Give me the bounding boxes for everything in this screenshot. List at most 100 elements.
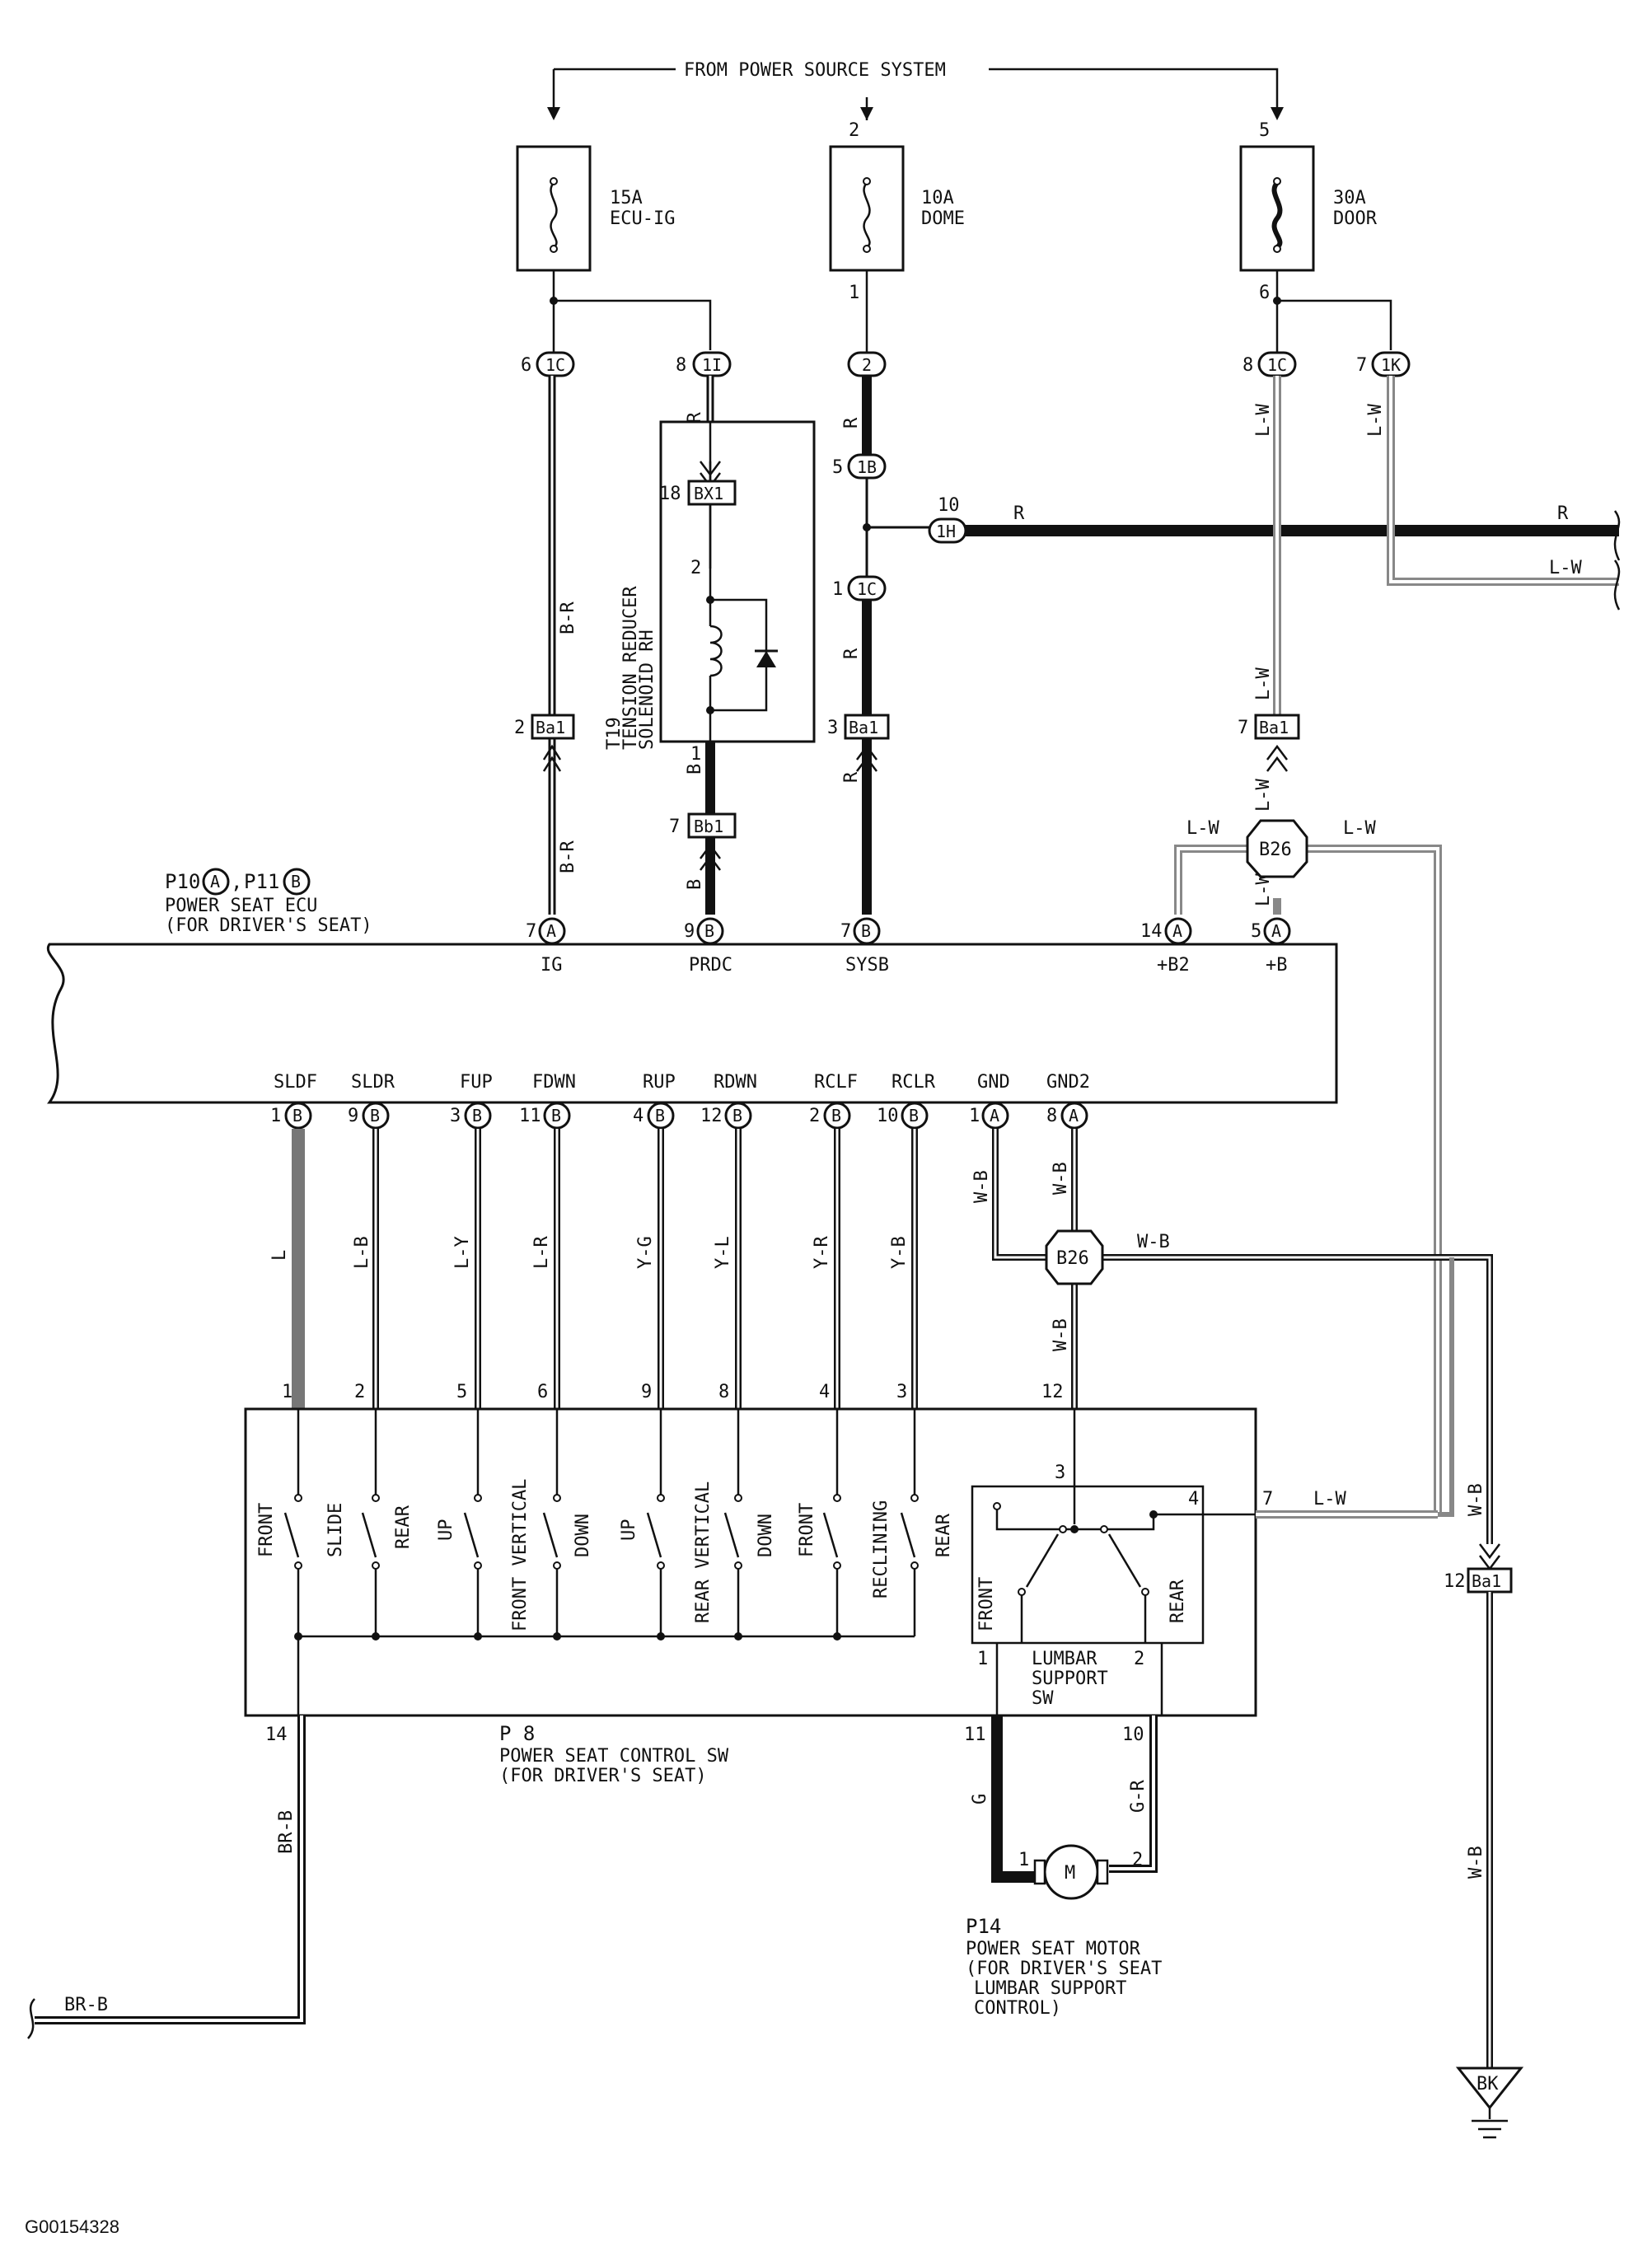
ecu-terminal-rdwn-pin: 12 bbox=[700, 1106, 723, 1126]
junction-ba1-ground-name: Ba1 bbox=[1472, 1571, 1501, 1591]
ecu-terminal-rup-conn: B bbox=[655, 1106, 665, 1126]
junction-ba1-sysb: Ba1 3 bbox=[827, 714, 890, 772]
switch-pin-1: 1 bbox=[282, 1382, 292, 1402]
ecu-terminal-prdc-pin: 9 bbox=[684, 921, 695, 942]
connector-1c-left-name: 1C bbox=[545, 355, 565, 375]
wire-plusb-label-3: L-W bbox=[1253, 779, 1274, 812]
wire-brb-label-1: BR-B bbox=[276, 1810, 297, 1854]
wire-plusb-label-4: L-W bbox=[1253, 873, 1274, 906]
fuse-door-pin-in: 5 bbox=[1259, 120, 1270, 141]
connector-1h-name: 1H bbox=[936, 522, 956, 541]
motor-line3: LUMBAR SUPPORT bbox=[974, 1978, 1126, 1999]
motor-id: P14 bbox=[966, 1915, 1001, 1938]
wire-b26-down-label: W-B bbox=[1051, 1318, 1071, 1351]
junction-bb1: Bb1 7 bbox=[669, 812, 737, 871]
ecu-title-sep: , bbox=[231, 870, 242, 893]
ecu-terminal-b-conn: A bbox=[1271, 921, 1281, 941]
connector-1h-pin: 10 bbox=[938, 495, 960, 516]
splice-b26-top: B26 L-W L-W bbox=[1174, 818, 1442, 1516]
connector-1b: 1B 5 bbox=[832, 453, 887, 480]
fuse-ecu-ig-name: ECU-IG bbox=[610, 208, 675, 229]
junction-ba1-sysb-name: Ba1 bbox=[849, 718, 878, 737]
power-seat-ecu: P10 A , P11 B POWER SEAT ECU (FOR DRIVER… bbox=[46, 868, 1338, 1104]
motor-pin2: 2 bbox=[1132, 1850, 1143, 1870]
motor-symbol: M bbox=[1065, 1863, 1075, 1884]
wire-rclr-label: Y-B bbox=[889, 1236, 910, 1269]
switch-label-rear-recline: REAR bbox=[934, 1513, 954, 1557]
connector-1i-pin: 8 bbox=[676, 355, 686, 376]
switch-label-up-front: UP bbox=[436, 1519, 456, 1542]
connector-1c-mid-name: 1C bbox=[857, 579, 877, 599]
ecu-terminal-sysb-conn: B bbox=[861, 921, 871, 941]
wire-r-horizontal: R R bbox=[966, 503, 1621, 561]
switch-label-slide: SLIDE bbox=[325, 1503, 346, 1557]
switch-line2: (FOR DRIVER'S SEAT) bbox=[499, 1766, 707, 1786]
lumbar-pin2: 2 bbox=[1134, 1649, 1144, 1669]
ecu-terminal-fdwn: FDWN B 11 bbox=[519, 1072, 576, 1130]
wire-b26-wb-label: W-B bbox=[1137, 1232, 1170, 1252]
wire-sysb-label-2: R bbox=[841, 648, 862, 659]
ecu-terminal-rup-pin: 4 bbox=[633, 1106, 643, 1126]
ecu-terminal-rup: RUP B 4 bbox=[633, 1072, 676, 1130]
switch-label-reclining: RECLINING bbox=[871, 1500, 892, 1598]
splice-b26-top-lw-right: L-W bbox=[1343, 818, 1376, 839]
ecu-terminal-rclf-name: RCLF bbox=[814, 1072, 858, 1093]
ecu-terminal-prdc: B 9 PRDC bbox=[684, 917, 732, 976]
fuse-door-name: DOOR bbox=[1333, 208, 1378, 229]
switch-label-rear-vertical: REAR VERTICAL bbox=[693, 1481, 714, 1623]
junction-bb1-name: Bb1 bbox=[694, 817, 723, 836]
ecu-terminal-sysb-name: SYSB bbox=[845, 955, 889, 976]
switch-contacts bbox=[283, 1409, 919, 1715]
switch-label-rear-slide: REAR bbox=[393, 1505, 414, 1549]
fuse-dome: 2 1 10A DOME bbox=[829, 120, 965, 303]
ecu-terminal-sysb-pin: 7 bbox=[840, 921, 851, 942]
wire-sldf-label: L bbox=[269, 1250, 290, 1261]
connector-1k-name: 1K bbox=[1381, 355, 1401, 375]
lumbar-line2: SUPPORT bbox=[1032, 1669, 1108, 1689]
switch-signal-wires: L L-B L-Y L-R Y-G Y-L Y-R Y-B bbox=[269, 1129, 918, 1409]
tension-reducer-solenoid: 2 1 T19 TENSION REDUCER SOLENOID RH bbox=[604, 420, 816, 765]
junction-ba1-ground: Ba1 12 bbox=[1444, 1543, 1513, 1594]
wire-1k-label-1: L-W bbox=[1365, 404, 1386, 437]
wire-ig-b-r: B-R B-R bbox=[548, 376, 578, 915]
junction-bx1: BX1 18 bbox=[659, 461, 737, 506]
wire-gnd-label: W-B bbox=[971, 1170, 992, 1203]
ecu-terminal-fup: FUP B 3 bbox=[450, 1072, 493, 1130]
switch-label-front-slide: FRONT bbox=[256, 1503, 277, 1557]
ecu-title-b: B bbox=[291, 872, 301, 892]
ecu-terminal-gnd: GND A 1 bbox=[969, 1072, 1010, 1130]
junction-ba1-plusb-name: Ba1 bbox=[1259, 718, 1289, 737]
ecu-terminal-ig-conn: A bbox=[546, 921, 556, 941]
connector-2-name: 2 bbox=[862, 355, 872, 375]
ecu-title-p10: P10 bbox=[165, 870, 200, 893]
fuse-output-links bbox=[550, 270, 1392, 353]
ecu-top-terminals: A 7 IG B 9 PRDC B 7 SYSB A 14 +B2 A 5 +B bbox=[526, 917, 1291, 976]
ecu-terminal-sldr-conn: B bbox=[370, 1106, 380, 1126]
wire-1k-label-2: L-W bbox=[1549, 558, 1582, 578]
ecu-terminal-prdc-conn: B bbox=[704, 921, 714, 941]
ecu-terminal-prdc-name: PRDC bbox=[689, 955, 732, 976]
ecu-terminal-sldr-name: SLDR bbox=[351, 1072, 395, 1093]
solenoid-id: T19 bbox=[604, 717, 625, 750]
ecu-terminal-rdwn: RDWN B 12 bbox=[700, 1072, 757, 1130]
ecu-terminal-sldf-conn: B bbox=[292, 1106, 302, 1126]
switch-id: P 8 bbox=[499, 1722, 535, 1745]
ecu-terminal-rclf-conn: B bbox=[831, 1106, 841, 1126]
ecu-terminal-gnd-name: GND bbox=[977, 1072, 1010, 1093]
switch-bottom-section: 14 P 8 POWER SEAT CONTROL SW (FOR DRIVER… bbox=[27, 1715, 1158, 2039]
junction-bx1-name: BX1 bbox=[694, 484, 723, 503]
switch-pin-8: 8 bbox=[718, 1382, 729, 1402]
motor-pin1: 1 bbox=[1018, 1850, 1029, 1870]
ecu-terminal-b2-conn: A bbox=[1172, 921, 1182, 941]
ecu-terminal-rdwn-conn: B bbox=[732, 1106, 742, 1126]
wire-ground-lower-label: W-B bbox=[1466, 1846, 1486, 1879]
wire-prdc-label-3: B bbox=[685, 764, 705, 775]
connector-2: 2 bbox=[847, 351, 887, 377]
switch-label-front-recline: FRONT bbox=[797, 1503, 817, 1557]
ground-name: BK bbox=[1477, 2074, 1499, 2095]
motor-line1: POWER SEAT MOTOR bbox=[966, 1939, 1141, 1959]
switch-label-down-rear: DOWN bbox=[756, 1514, 776, 1557]
switch-lw-to-b26: L-W bbox=[1313, 1489, 1346, 1509]
solenoid-line1: TENSION REDUCER bbox=[620, 586, 641, 750]
